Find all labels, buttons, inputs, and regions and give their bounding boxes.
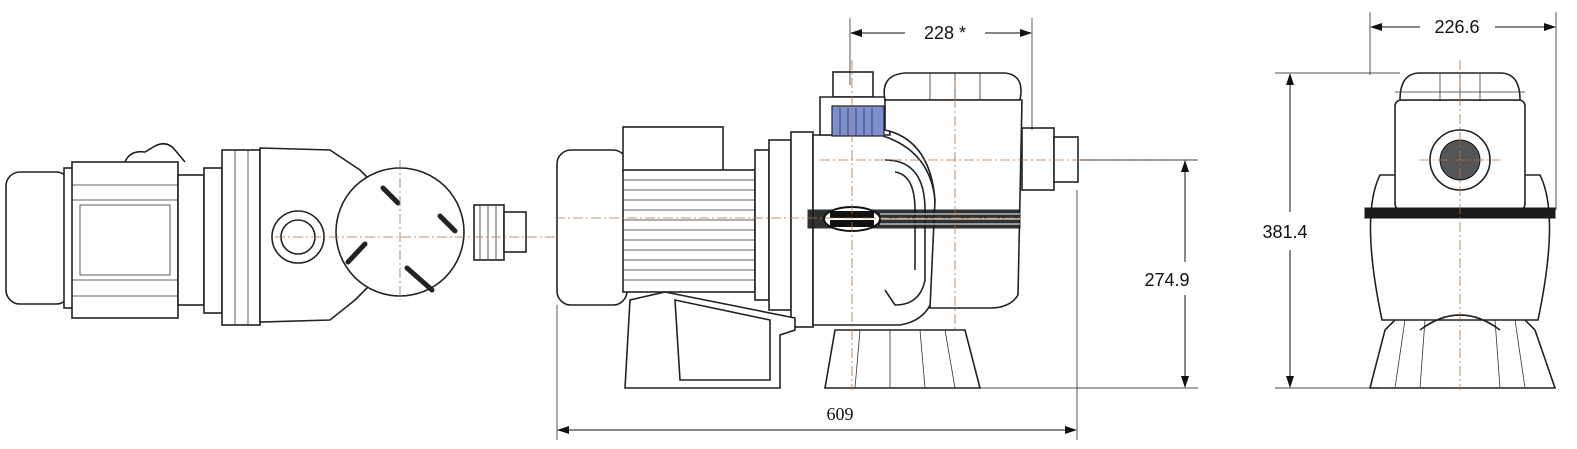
dim-pipe-centre: 228 * (924, 23, 966, 43)
outlet-pipe (832, 71, 874, 98)
dim-width: 226.6 (1434, 17, 1479, 37)
motor-end-cap (556, 149, 628, 306)
terminal-box (622, 126, 724, 173)
top-view (5, 142, 555, 326)
flange (790, 131, 814, 328)
front-view (1364, 60, 1557, 390)
outlet-seal (831, 105, 885, 137)
dim-length: 609 (827, 404, 854, 424)
dim-height: 381.4 (1262, 222, 1307, 242)
strainer-housing (884, 99, 1023, 309)
dimensions: 228 * 226.6 381.4 274.9 609 (556, 12, 1557, 440)
union (1021, 127, 1055, 191)
strainer-lid (883, 72, 1022, 101)
side-view (555, 60, 1195, 390)
motor-end-cap (5, 171, 71, 305)
dim-outlet-height: 274.9 (1144, 270, 1189, 290)
flange (221, 149, 261, 326)
base (1368, 314, 1557, 389)
pump-foot (824, 329, 982, 389)
motor-body (622, 169, 756, 293)
union (473, 204, 505, 261)
